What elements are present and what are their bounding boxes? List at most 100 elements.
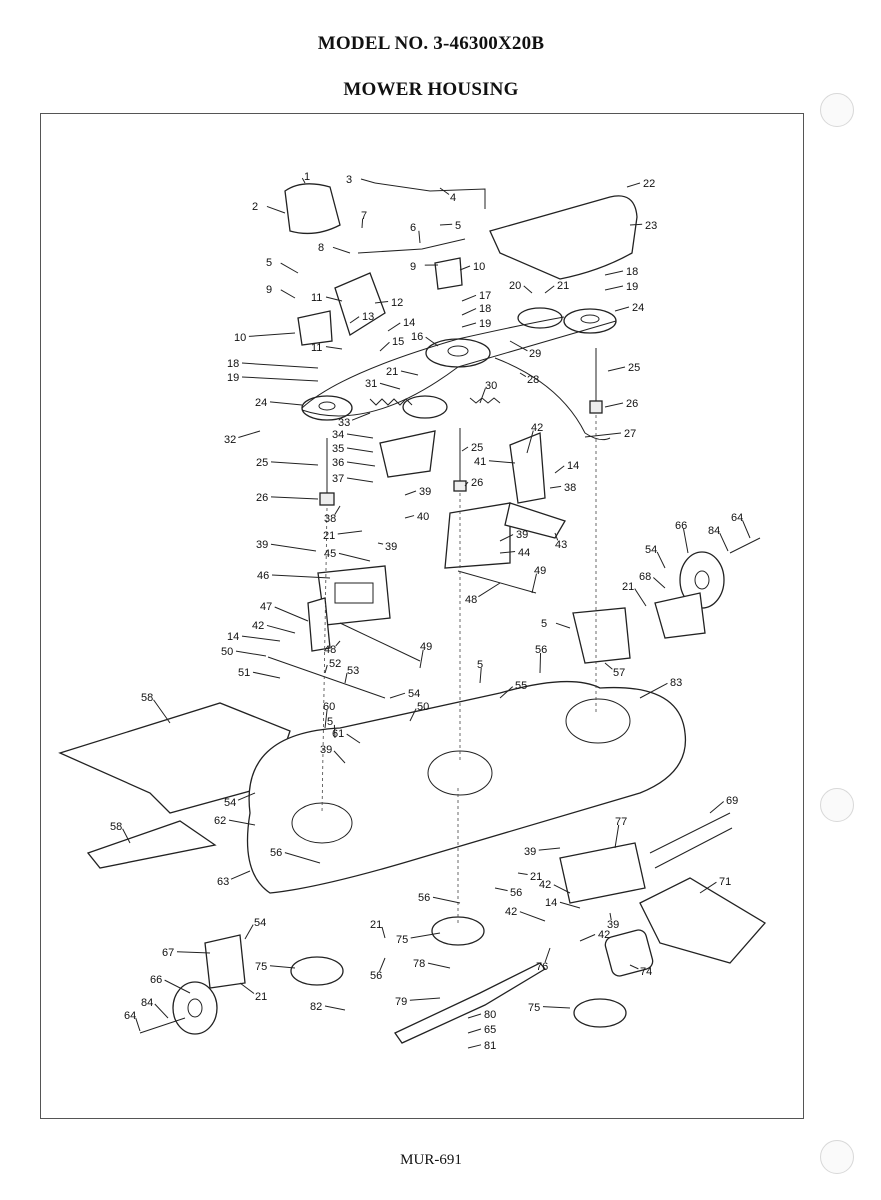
part-label-49: 49 xyxy=(534,565,546,577)
part-label-24: 24 xyxy=(632,302,644,314)
leader-line-63 xyxy=(230,870,251,880)
part-label-13: 13 xyxy=(362,311,374,323)
leader-line-42 xyxy=(266,624,296,634)
leader-line-47 xyxy=(274,606,309,622)
gauge-wheel-lower xyxy=(172,981,218,1035)
leader-line-34 xyxy=(346,433,374,439)
part-label-22: 22 xyxy=(643,178,655,190)
rod-48-upper xyxy=(457,570,537,594)
leader-line-16 xyxy=(425,336,439,347)
part-label-39: 39 xyxy=(385,541,397,553)
part-label-84: 84 xyxy=(708,525,720,537)
leader-line-18 xyxy=(241,362,319,369)
leader-line-56 xyxy=(284,852,321,864)
leader-line-32 xyxy=(238,430,261,438)
leader-line-5 xyxy=(280,262,299,274)
spring-2 xyxy=(469,397,501,404)
leader-line-31 xyxy=(379,382,401,390)
leader-line-75 xyxy=(542,1006,571,1009)
part-label-18: 18 xyxy=(227,358,239,370)
part-label-19: 19 xyxy=(227,372,239,384)
part-label-25: 25 xyxy=(471,442,483,454)
leader-line-12 xyxy=(374,300,389,304)
part-label-41: 41 xyxy=(474,456,486,468)
leader-line-80 xyxy=(467,1013,482,1019)
leader-line-58 xyxy=(122,828,131,844)
part-label-58: 58 xyxy=(141,692,153,704)
part-label-55: 55 xyxy=(515,680,527,692)
part-label-50: 50 xyxy=(417,701,429,713)
leader-line-81 xyxy=(467,1044,482,1049)
part-label-49: 49 xyxy=(420,641,432,653)
leader-line-21 xyxy=(239,982,255,994)
part-label-47: 47 xyxy=(260,601,272,613)
leader-line-24 xyxy=(269,401,303,406)
leader-line-14 xyxy=(559,901,581,909)
leader-line-23 xyxy=(629,223,643,226)
part-label-54: 54 xyxy=(224,797,236,809)
leader-line-39 xyxy=(333,750,346,764)
part-label-56: 56 xyxy=(270,847,282,859)
leader-line-77 xyxy=(614,824,620,849)
leader-line-26 xyxy=(270,496,319,500)
part-label-24: 24 xyxy=(255,397,267,409)
idler-arm xyxy=(334,272,386,336)
blade-hub-right xyxy=(573,998,627,1028)
leader-line-5 xyxy=(439,223,453,226)
leader-line-20 xyxy=(523,285,533,294)
part-label-30: 30 xyxy=(485,380,497,392)
spindle-left-nut xyxy=(319,492,335,506)
part-label-5: 5 xyxy=(266,257,272,269)
left-belt-cover xyxy=(284,183,341,235)
leader-line-39 xyxy=(377,542,384,545)
leader-line-5 xyxy=(479,667,482,684)
part-label-17: 17 xyxy=(479,290,491,302)
leader-line-83 xyxy=(639,682,668,699)
part-label-16: 16 xyxy=(411,331,423,343)
leader-line-66 xyxy=(683,528,689,554)
part-label-5: 5 xyxy=(327,716,333,728)
leader-line-28 xyxy=(519,372,527,377)
mount-bracket xyxy=(444,502,511,569)
leader-line-50 xyxy=(409,708,417,722)
part-label-58: 58 xyxy=(110,821,122,833)
part-label-76: 76 xyxy=(536,961,548,973)
part-label-51: 51 xyxy=(238,667,250,679)
part-label-21: 21 xyxy=(622,581,634,593)
leader-line-78 xyxy=(427,962,451,969)
part-label-27: 27 xyxy=(624,428,636,440)
part-label-7: 7 xyxy=(361,210,367,222)
rear-bracket xyxy=(559,842,646,904)
leader-line-66 xyxy=(164,979,191,994)
leader-line-44 xyxy=(499,551,516,554)
part-label-14: 14 xyxy=(227,631,239,643)
leader-line-39 xyxy=(270,543,317,552)
leader-line-17 xyxy=(461,294,477,302)
part-label-43: 43 xyxy=(555,539,567,551)
part-label-54: 54 xyxy=(408,688,420,700)
leader-line-45 xyxy=(338,552,371,562)
part-label-19: 19 xyxy=(479,318,491,330)
rod-48-lower xyxy=(339,622,421,662)
part-label-56: 56 xyxy=(370,970,382,982)
part-label-75: 75 xyxy=(255,961,267,973)
leader-line-15 xyxy=(379,341,390,352)
leader-line-5 xyxy=(333,724,336,739)
leader-line-25 xyxy=(270,461,319,466)
leader-line-49 xyxy=(419,649,424,669)
leader-line-3 xyxy=(360,178,376,184)
leader-line-65 xyxy=(467,1028,482,1034)
leader-line-11 xyxy=(325,296,343,302)
leader-line-84 xyxy=(154,1003,169,1019)
pulley-right xyxy=(563,308,617,334)
part-label-5: 5 xyxy=(541,618,547,630)
leader-line-14 xyxy=(241,635,281,642)
part-label-71: 71 xyxy=(719,876,731,888)
leader-line-42 xyxy=(553,884,571,894)
leader-line-8 xyxy=(332,246,351,254)
part-label-20: 20 xyxy=(509,280,521,292)
side-bracket xyxy=(504,502,566,539)
leader-line-39 xyxy=(538,847,561,851)
spindle-right-nut xyxy=(589,400,603,414)
